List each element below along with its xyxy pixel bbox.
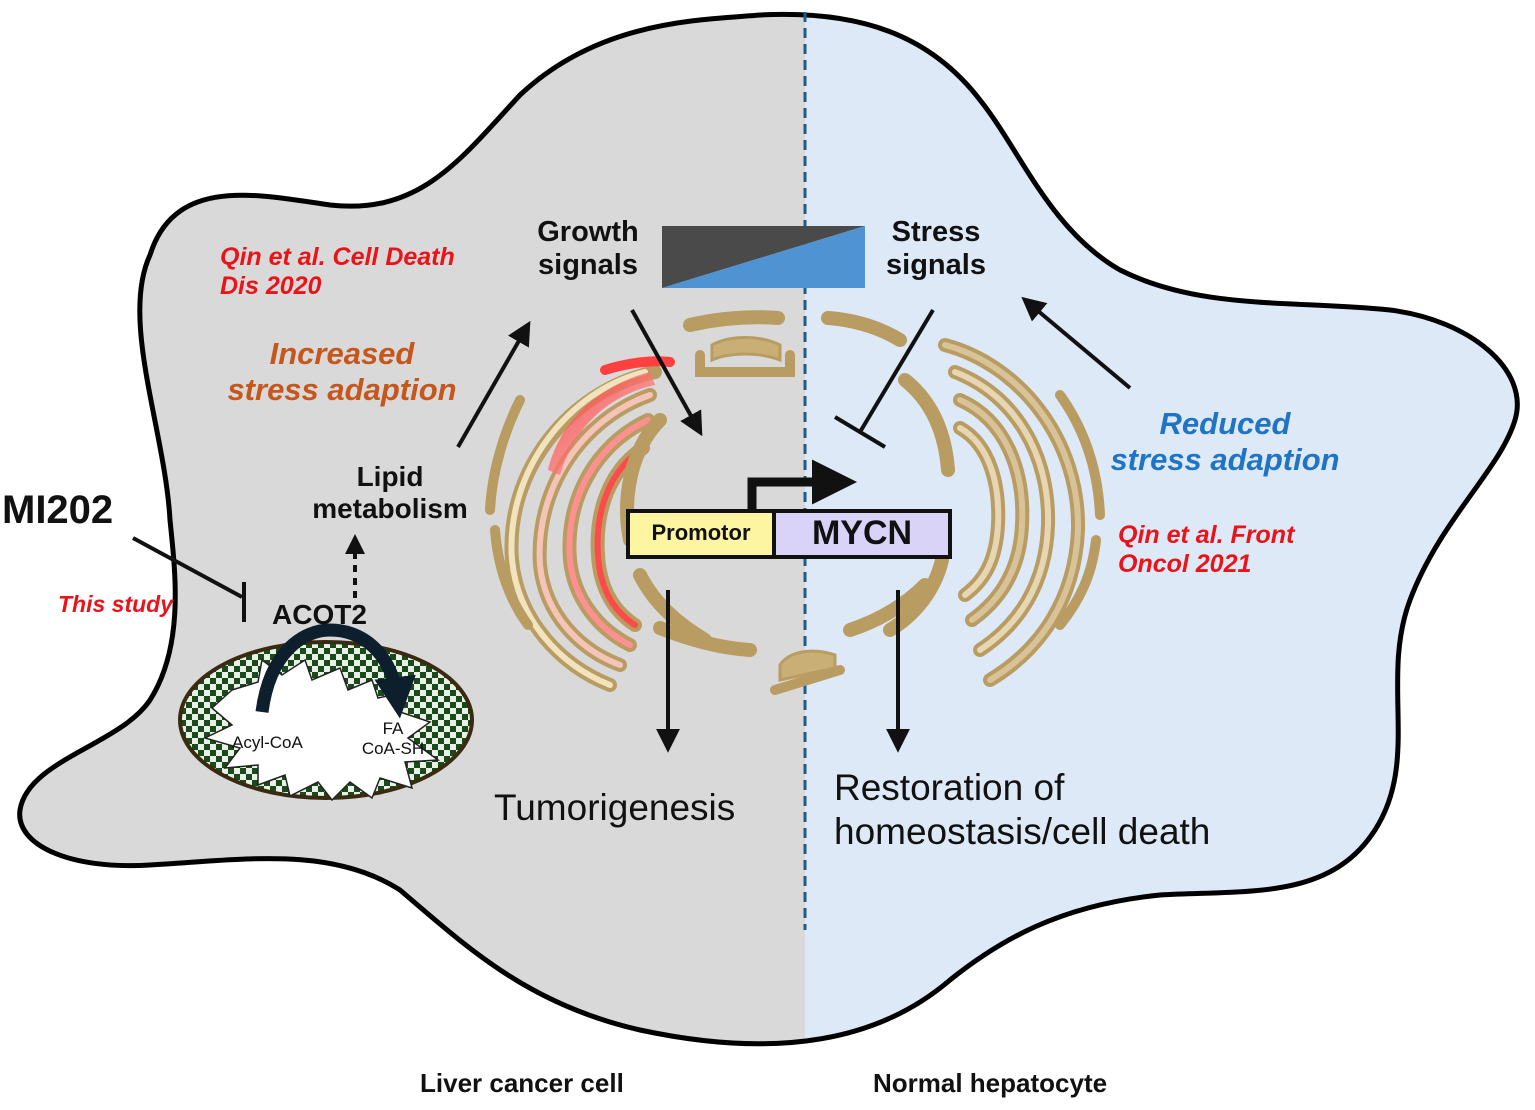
increased-adaptation-label: Increased stress adaption	[222, 336, 462, 407]
liver-cancer-cell-label: Liver cancer cell	[420, 1068, 624, 1098]
growth-to-mycn-arrow	[630, 309, 703, 437]
cell-outline	[17, 11, 1520, 1047]
stress-inhibit-line	[858, 308, 935, 434]
stress-wedge	[662, 226, 865, 288]
restoration-label: Restoration of homeostasis/cell death	[834, 766, 1210, 855]
promotor-label: Promotor	[651, 520, 751, 545]
product-label: FA CoA-SH	[348, 719, 438, 760]
growth-line2: signals	[538, 249, 638, 282]
normal-hepatocyte-label: Normal hepatocyte	[873, 1068, 1108, 1098]
left-citation-line1: Qin et al. Cell Death	[220, 243, 455, 271]
right-citation: Qin et al. Front Oncol 2021	[1118, 521, 1294, 579]
stress-signals-label: Stress signals	[866, 216, 1006, 283]
mycn-label: MYCN	[811, 514, 913, 552]
transcription-start-arrow	[747, 459, 857, 511]
mycn-box	[772, 509, 952, 559]
restoration-line2: homeostasis/cell death	[834, 811, 1211, 853]
substrate-label: Acyl-CoA	[232, 733, 303, 752]
nuclear-pores	[695, 336, 845, 695]
stress-line1: Stress	[891, 216, 981, 248]
growth-signals-label: Growth signals	[518, 216, 658, 283]
left-citation-line2: Dis 2020	[220, 271, 322, 300]
right-citation-line2: Oncol 2021	[1118, 549, 1252, 578]
er-right-stack	[938, 338, 1105, 687]
er-left-stack	[485, 356, 675, 692]
increased-line2: stress adaption	[227, 371, 457, 407]
reduced-line2: stress adaption	[1110, 441, 1340, 477]
reduced-adaptation-label: Reduced stress adaption	[1100, 406, 1350, 477]
reduced-line1: Reduced	[1159, 406, 1291, 441]
er-stress-highlight	[548, 372, 655, 475]
lipid-to-growth-arrow	[456, 320, 531, 448]
stress-line2: signals	[886, 249, 986, 282]
acot2-label: ACOT2	[272, 599, 367, 630]
acot2-reaction-arrow	[255, 623, 416, 719]
increased-line1: Increased	[269, 336, 415, 371]
lipid-line2: metabolism	[312, 493, 468, 525]
right-citation-line1: Qin et al. Front	[1118, 521, 1295, 549]
left-citation: Qin et al. Cell Death Dis 2020	[220, 243, 455, 301]
tumorigenesis-label: Tumorigenesis	[494, 787, 736, 828]
lipid-line1: Lipid	[356, 461, 424, 492]
stress-inhibit-bar	[833, 415, 887, 449]
growth-line1: Growth	[537, 216, 639, 248]
product-line2: CoA-SH	[361, 739, 425, 759]
lipid-metabolism-label: Lipid metabolism	[295, 461, 485, 525]
drug-label: MI202	[2, 488, 114, 532]
hepatocyte-to-stress-arrow	[1021, 296, 1132, 390]
restoration-line1: Restoration of	[834, 767, 1065, 808]
drug-inhibit-line	[132, 536, 243, 599]
product-line1: FA	[382, 719, 404, 738]
this-study-label: This study	[58, 591, 174, 617]
